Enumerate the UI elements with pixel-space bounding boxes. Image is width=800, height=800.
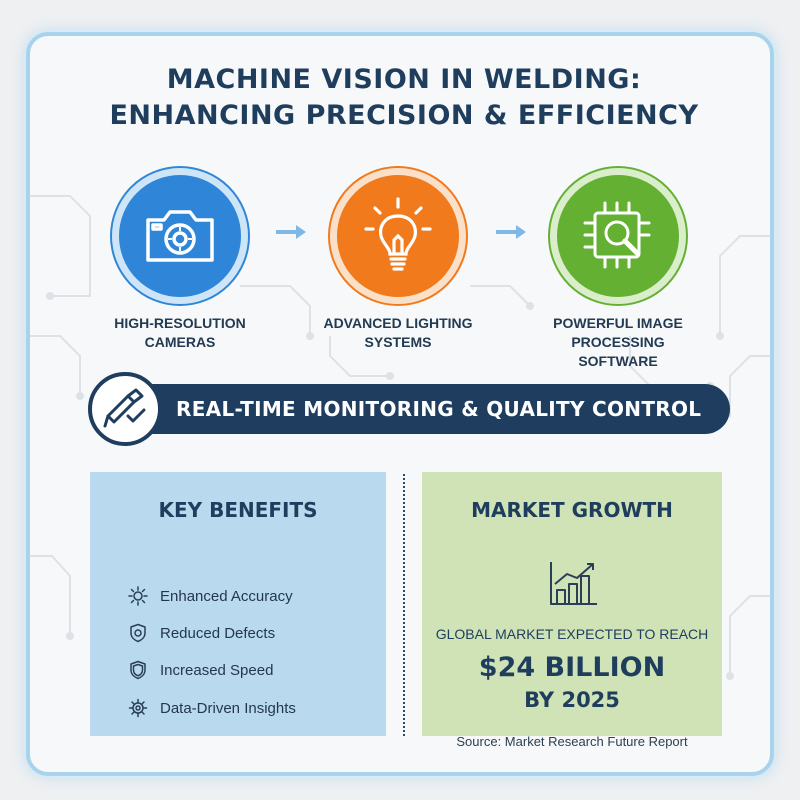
panel-divider [403,474,405,736]
arrow-right-icon [276,225,306,239]
component-label-software: POWERFUL IMAGE PROCESSING SOFTWARE [553,315,683,369]
benefit-label: Increased Speed [160,661,274,679]
page-title-line1: MACHINE VISION IN WELDING: [166,64,642,95]
monitoring-banner [90,384,730,434]
market-value: $24 BILLION [478,652,666,683]
component-label-lighting: ADVANCED LIGHTING SYSTEMS [323,315,473,350]
camera-icon [146,210,214,262]
market-source: Source: Market Research Future Report [456,734,688,749]
market-growth-title: MARKET GROWTH [471,498,673,522]
shield-icon [130,660,146,680]
shield-gear-icon [130,623,146,643]
chip-magnifier-icon [583,201,651,269]
software-circle [550,168,686,304]
gear-icon [128,698,148,718]
key-benefits-panel: KEY BENEFITS Enhanced Accuracy R [90,472,386,736]
lightbulb-icon [364,197,432,271]
benefit-label: Reduced Defects [160,624,276,642]
benefit-item: Reduced Defects [128,621,275,645]
benefit-item: Increased Speed [128,658,273,682]
sun-icon [128,586,148,606]
benefit-item: Enhanced Accuracy [128,584,293,608]
benefit-label: Data-Driven Insights [160,699,296,717]
infographic-card: MACHINE VISION IN WELDING: ENHANCING PRE… [26,32,774,776]
component-label-cameras: HIGH-RESOLUTION CAMERAS [114,315,246,350]
banner-icon-badge [88,372,162,446]
market-forecast-text: GLOBAL MARKET EXPECTED TO REACH [435,626,709,642]
banner-text: REAL-TIME MONITORING & QUALITY CONTROL [176,397,702,421]
bar-chart-growth-icon [550,562,597,605]
key-benefits-title: KEY BENEFITS [158,498,318,522]
market-growth-panel: MARKET GROWTH GLOBAL MARKET EXPECTED TO … [422,472,722,749]
market-year: BY 2025 [524,688,620,712]
welding-torch-check-icon [103,388,146,428]
camera-circle [112,168,248,304]
benefit-item: Data-Driven Insights [128,696,296,720]
lighting-circle [330,168,466,304]
benefit-label: Enhanced Accuracy [160,587,293,605]
page-title-line2: ENHANCING PRECISION & EFFICIENCY [109,100,699,131]
circuit-background [30,195,770,680]
arrow-right-icon [496,225,526,239]
